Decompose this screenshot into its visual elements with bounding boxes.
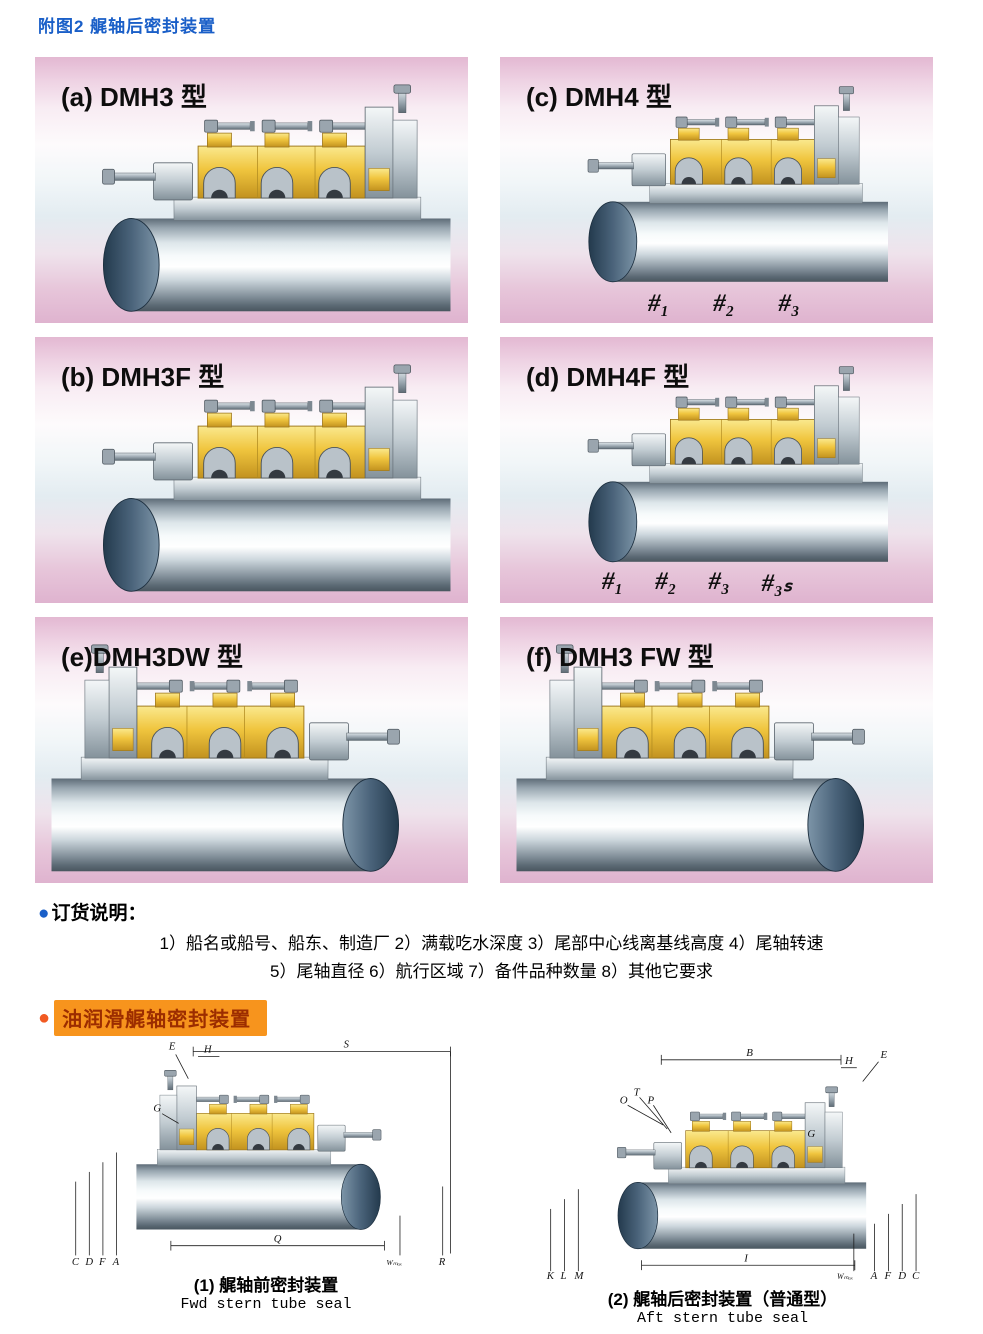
seal-type-grid: (a) DMH3 型 (c) DMH4 型 #₁ #₂ #₃ (b) DMH3F… [35, 57, 933, 883]
seal-cross-section-illustration [508, 85, 924, 285]
panel-dmh4f: (d) DMH4F 型 #₁ #₂ #₃ #₃ₛ [500, 337, 933, 603]
panel-label: (e)DMH3DW 型 [61, 642, 243, 672]
dim-label: R [438, 1256, 446, 1268]
seal-cross-section-illustration [43, 83, 459, 315]
dim-label: G [153, 1103, 161, 1115]
dim-label: Wₘₐₓ [386, 1258, 402, 1267]
panel-label: (f) DMH3 FW 型 [526, 642, 714, 672]
dim-label: H [203, 1044, 213, 1056]
panel-dmh3f: (b) DMH3F 型 [35, 337, 468, 603]
seal-mark: #₁ [602, 568, 624, 595]
dim-label: T [634, 1086, 641, 1098]
aft-seal-caption-en: Aft stern tube seal [636, 1310, 809, 1327]
seal-cross-section-illustration [508, 365, 924, 565]
panel-label: (a) DMH3 型 [61, 82, 207, 112]
page-title: 附图2 艉轴后密封装置 [38, 17, 217, 36]
dim-label: E [168, 1041, 176, 1053]
fwd-seal-drawing: E H S G Q C D F A Wₘₐₓ R [72, 1039, 451, 1268]
fwd-seal-figure: E H S G Q C D F A Wₘₐₓ R (1) 艉轴前密封装置 Fwd… [62, 1036, 470, 1313]
dim-label: E [880, 1049, 888, 1061]
dim-label: K [546, 1270, 555, 1282]
dim-label: I [743, 1252, 749, 1264]
panel-label: (b) DMH3F 型 [61, 362, 225, 392]
seal-cross-section-illustration [508, 643, 924, 875]
seal-mark: #₃ₛ [761, 570, 793, 597]
dim-label: L [560, 1270, 567, 1282]
aft-seal-figure: B H E O T P G K L M I Wₘₐₓ A F D C (2) 艉… [515, 1046, 930, 1327]
dim-label: C [912, 1270, 920, 1282]
dim-label: A [870, 1270, 878, 1282]
ordering-line-1: 1）船名或船号、船东、制造厂 2）满载吃水深度 3）尾部中心线离基线高度 4）尾… [159, 934, 824, 953]
fwd-seal-caption-zh: (1) 艉轴前密封装置 [193, 1276, 339, 1295]
ordering-line-2: 5）尾轴直径 6）航行区域 7）备件品种数量 8）其他它要求 [270, 962, 713, 981]
dim-label: H [844, 1055, 854, 1067]
panel-label: (c) DMH4 型 [526, 82, 672, 112]
seal-position-marks: #₁ #₂ #₃ #₃ₛ [602, 568, 792, 598]
fwd-seal-caption-en: Fwd stern tube seal [180, 1296, 352, 1313]
bullet-icon: ● [38, 1006, 51, 1029]
dim-label: G [807, 1128, 815, 1140]
oil-seal-heading-text: 油润滑艉轴密封装置 [54, 1000, 268, 1036]
seal-position-marks: #₁ #₂ #₃ [648, 290, 800, 318]
seal-mark: #₁ [648, 290, 670, 317]
dim-label: A [112, 1256, 120, 1268]
dim-label: P [646, 1094, 654, 1106]
ordering-notes: ●订货说明： 1）船名或船号、船东、制造厂 2）满载吃水深度 3）尾部中心线离基… [0, 898, 983, 986]
panel-dmh3dw: (e)DMH3DW 型 [35, 617, 468, 883]
panel-dmh3: (a) DMH3 型 [35, 57, 468, 323]
seal-mark: #₂ [713, 290, 735, 317]
ordering-heading: 订货说明： [51, 903, 147, 924]
dim-label: C [72, 1256, 80, 1268]
seal-cross-section-illustration [43, 643, 459, 875]
dim-label: S [344, 1039, 350, 1051]
seal-mark: #₂ [655, 568, 677, 595]
dim-label: D [897, 1270, 906, 1282]
dim-label: M [573, 1270, 584, 1282]
seal-mark: #₃ [708, 568, 730, 595]
ordering-heading-row: ●订货说明： [38, 898, 147, 925]
dim-label: Wₘₐₓ [837, 1272, 853, 1281]
panel-label: (d) DMH4F 型 [526, 362, 690, 392]
dim-label: F [883, 1270, 891, 1282]
panel-dmh4: (c) DMH4 型 #₁ #₂ #₃ [500, 57, 933, 323]
dim-label: D [84, 1256, 93, 1268]
aft-seal-drawing: B H E O T P G K L M I Wₘₐₓ A F D C [546, 1047, 920, 1282]
panel-dmh3fw: (f) DMH3 FW 型 [500, 617, 933, 883]
seal-mark: #₃ [778, 290, 800, 317]
seal-cross-section-illustration [43, 363, 459, 595]
oil-seal-section-heading: ● 油润滑艉轴密封装置 [38, 1000, 268, 1036]
aft-seal-caption-zh: (2) 艉轴后密封装置（普通型） [607, 1290, 838, 1309]
dim-label: Q [274, 1233, 282, 1245]
dim-label: B [746, 1047, 753, 1059]
bullet-icon: ● [38, 903, 50, 924]
dim-label: F [98, 1256, 106, 1268]
dim-label: O [620, 1094, 628, 1106]
